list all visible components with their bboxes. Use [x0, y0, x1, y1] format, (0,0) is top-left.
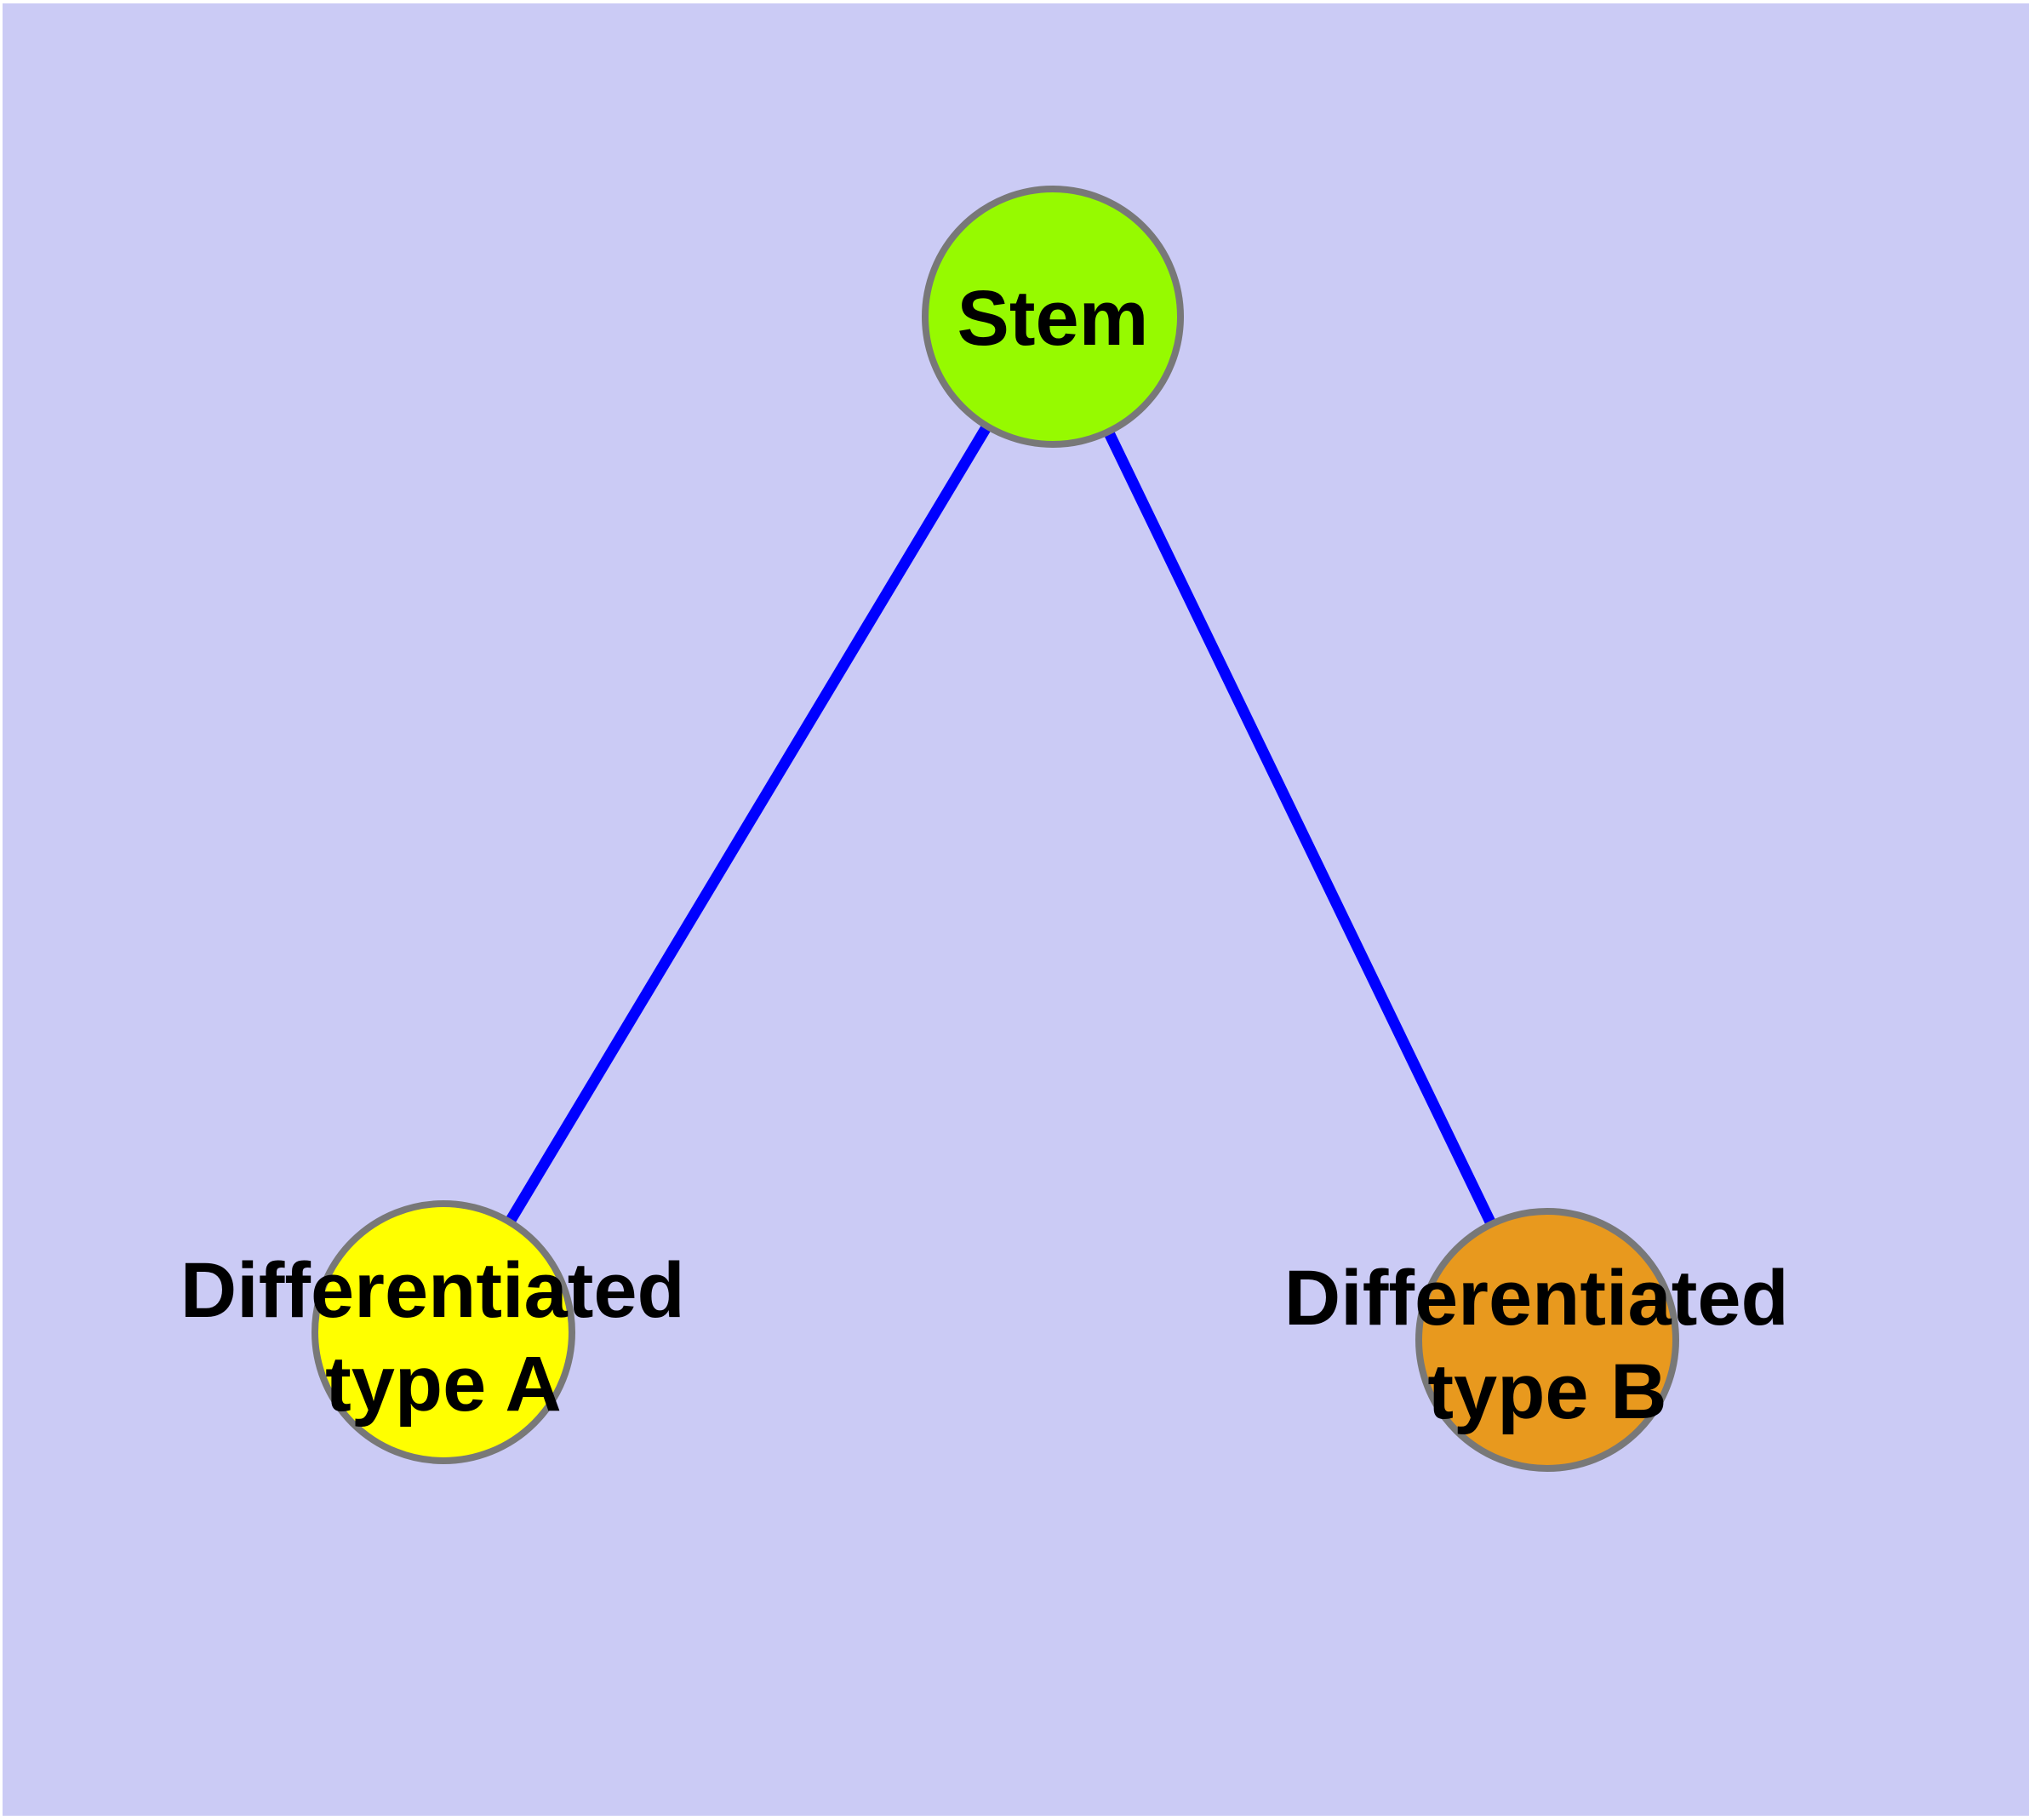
node-differentiated-type-a-label-line2: type A [325, 1341, 562, 1428]
node-differentiated-type-b-label: Differentiated type B [1284, 1255, 1811, 1435]
node-differentiated-type-a-label: Differentiated type A [180, 1247, 707, 1428]
edge-stem-to-type-a [438, 313, 1058, 1336]
node-differentiated-type-b-label-line2: type B [1427, 1348, 1666, 1435]
node-stem-circle [922, 186, 1184, 448]
node-stem-label: Stem [957, 275, 1149, 362]
edge-stem-to-type-b [1048, 314, 1552, 1342]
node-differentiated-type-b-label-line1: Differentiated [1284, 1255, 1789, 1342]
node-stem-label-line1: Stem [957, 275, 1149, 362]
node-differentiated-type-b-circle [1415, 1208, 1679, 1472]
node-differentiated-type-a-label-line1: Differentiated [180, 1247, 685, 1334]
node-differentiated-type-a-circle [311, 1200, 575, 1464]
